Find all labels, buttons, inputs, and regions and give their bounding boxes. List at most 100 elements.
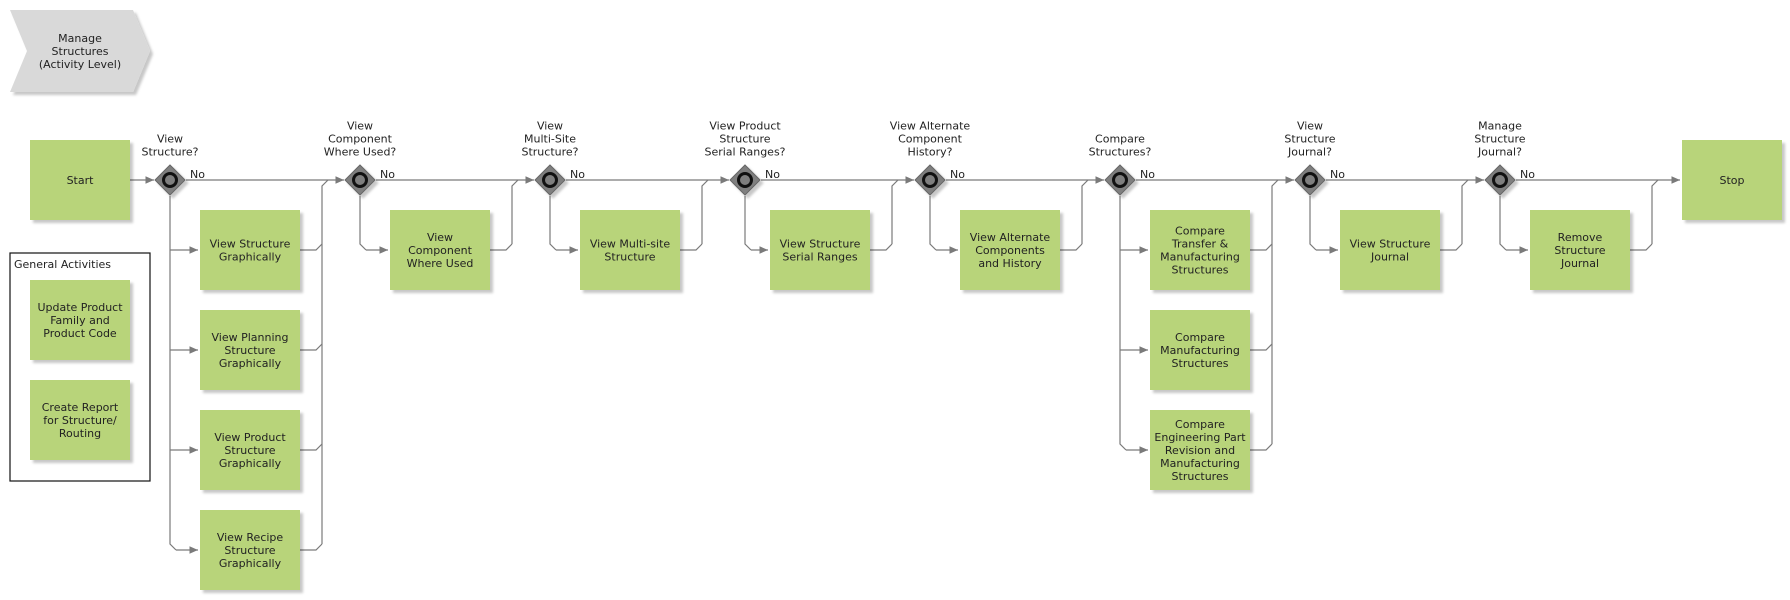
gateway-d6[interactable] [1104, 164, 1136, 196]
no-branch-label: No [570, 168, 585, 181]
activity-a-remove-structure-journal-shape [1530, 210, 1630, 290]
activity-a-compare-engineering-label-line: Manufacturing [1160, 457, 1240, 470]
gateway-question-label-line: Structure? [141, 146, 198, 159]
connector-line [490, 243, 513, 251]
header-chevron-shape [10, 10, 150, 92]
activity-a-view-alternate-components-label-line: View Alternate [970, 231, 1051, 244]
activity-a-view-multisite-structure-label-line: Structure [604, 251, 655, 264]
activity-a-view-structure-serial-ranges-label-line: View Structure [780, 238, 861, 251]
connector-line [1440, 243, 1463, 251]
gateway-question-label-line: View [347, 120, 373, 133]
connector-line [300, 443, 323, 451]
header-title-line: Manage [58, 32, 102, 45]
connector-line [1651, 179, 1659, 244]
activity-a-compare-engineering-shape [1150, 410, 1250, 490]
gateway-diamond-shape [1484, 164, 1516, 196]
activity-a-view-product-structure-label-line: Graphically [219, 457, 282, 470]
gateway-question-label-line: Structure? [521, 146, 578, 159]
activity-a-compare-engineering-label-line: Engineering Part [1154, 431, 1246, 444]
gateway-question-label-line: History? [908, 146, 953, 159]
gateway-question-label-line: Structures? [1089, 146, 1152, 159]
connector-line [1119, 196, 1127, 451]
connector-line [1271, 179, 1279, 444]
connector-line [549, 196, 557, 251]
gateway-question-label-line: Multi-Site [524, 133, 576, 146]
gateway-d3[interactable] [534, 164, 566, 196]
stop-event[interactable]: Stop [1682, 140, 1782, 220]
start-event[interactable]: Start [30, 140, 130, 220]
gateway-diamond-shape [729, 164, 761, 196]
activity-a-compare-manufacturing-label-line: Structures [1172, 357, 1229, 370]
connector-line [300, 543, 323, 551]
connector-line [300, 243, 323, 251]
gateway-d2[interactable] [344, 164, 376, 196]
general-g-create-report-label-line: for Structure/ [43, 414, 117, 427]
gateway-diamond-shape [344, 164, 376, 196]
gateway-diamond-shape [1294, 164, 1326, 196]
gateway-question-label-line: Structure [1474, 133, 1525, 146]
gateway-d8[interactable] [1484, 164, 1516, 196]
gateway-question-label-line: View [1297, 120, 1323, 133]
activity-a-view-structure-serial-ranges-label-line: Serial Ranges [782, 251, 857, 264]
activity-a-view-planning-structure-label-line: Structure [224, 344, 275, 357]
gateway-circle-icon [1492, 172, 1508, 188]
general-g-update-product-family-shape [30, 280, 130, 360]
general-g-create-report-shape [30, 380, 130, 460]
gateway-d7[interactable] [1294, 164, 1326, 196]
connector-line [1250, 343, 1273, 351]
gateway-circle-icon [1112, 172, 1128, 188]
gateway-d1[interactable] [154, 164, 186, 196]
connector-line [1081, 179, 1089, 244]
activity-a-compare-manufacturing-shape [1150, 310, 1250, 390]
activity-a-view-structure-journal-label-line: Journal [1370, 251, 1409, 264]
gateway-question-label-line: Structure [719, 133, 770, 146]
no-branch-label: No [190, 168, 205, 181]
gateway-question-label-line: Manage [1478, 120, 1522, 133]
gateway-question-label-line: Structure [1284, 133, 1335, 146]
no-branch-label: No [950, 168, 965, 181]
gateway-diamond-shape [1104, 164, 1136, 196]
gateway-circle-icon [922, 172, 938, 188]
gateway-d5[interactable] [914, 164, 946, 196]
activity-a-remove-structure-journal-label-line: Remove [1558, 231, 1603, 244]
connector-line [1060, 243, 1083, 251]
gateway-question-label-line: View Product [709, 120, 781, 133]
gateway-diamond-shape [154, 164, 186, 196]
connectors-layer [130, 176, 1680, 554]
activity-a-view-recipe-structure-label-line: Graphically [219, 557, 282, 570]
header-title-line: Structures [52, 45, 109, 58]
activity-a-view-structure-graphically-label-line: Graphically [219, 251, 282, 264]
start-event-shape [30, 140, 130, 220]
gateway-question-label-line: Journal? [1477, 146, 1522, 159]
activity-a-view-multisite-structure-shape [580, 210, 680, 290]
gateway-d4[interactable] [729, 164, 761, 196]
general-g-update-product-family-label-line: Family and [50, 314, 110, 327]
